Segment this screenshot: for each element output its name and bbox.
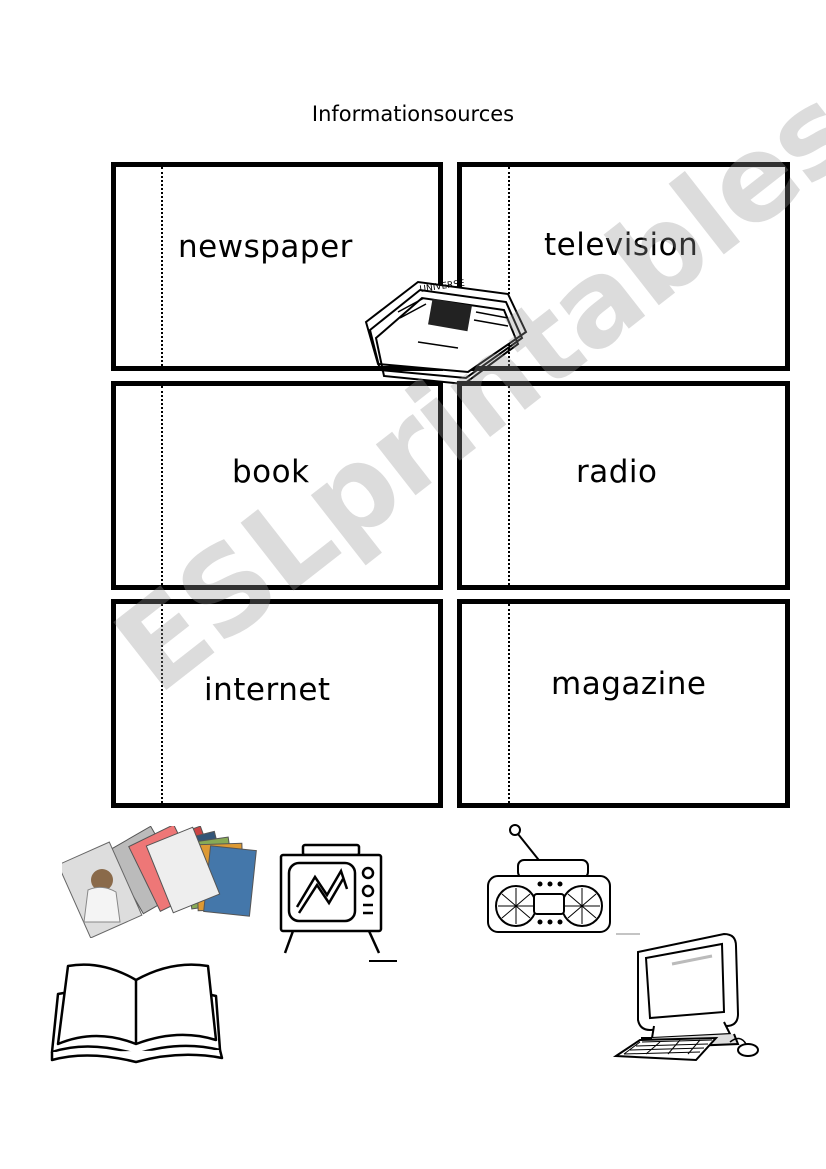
fold-line xyxy=(161,386,163,585)
radio-icon xyxy=(487,824,640,935)
tv-icon xyxy=(279,843,397,962)
card-label: television xyxy=(544,227,699,263)
card-label: internet xyxy=(204,672,331,708)
fold-line xyxy=(508,604,510,803)
page-title: Informationsources xyxy=(311,102,515,126)
fold-line xyxy=(508,167,510,366)
card-label: book xyxy=(232,454,310,490)
card-label: magazine xyxy=(551,666,707,702)
card-newspaper: newspaper xyxy=(111,162,443,371)
card-internet: internet xyxy=(111,599,443,808)
magazines-icon xyxy=(62,826,257,938)
computer-icon xyxy=(612,932,759,1062)
fold-line xyxy=(161,167,163,366)
card-label: newspaper xyxy=(178,229,353,265)
newspaper-icon: UNIVERSE xyxy=(364,279,528,386)
card-label: radio xyxy=(576,454,658,490)
fold-line xyxy=(161,604,163,803)
card-radio: radio xyxy=(457,381,790,590)
card-magazine: magazine xyxy=(457,599,790,808)
fold-line xyxy=(508,386,510,585)
book-icon xyxy=(50,963,224,1064)
card-book: book xyxy=(111,381,443,590)
